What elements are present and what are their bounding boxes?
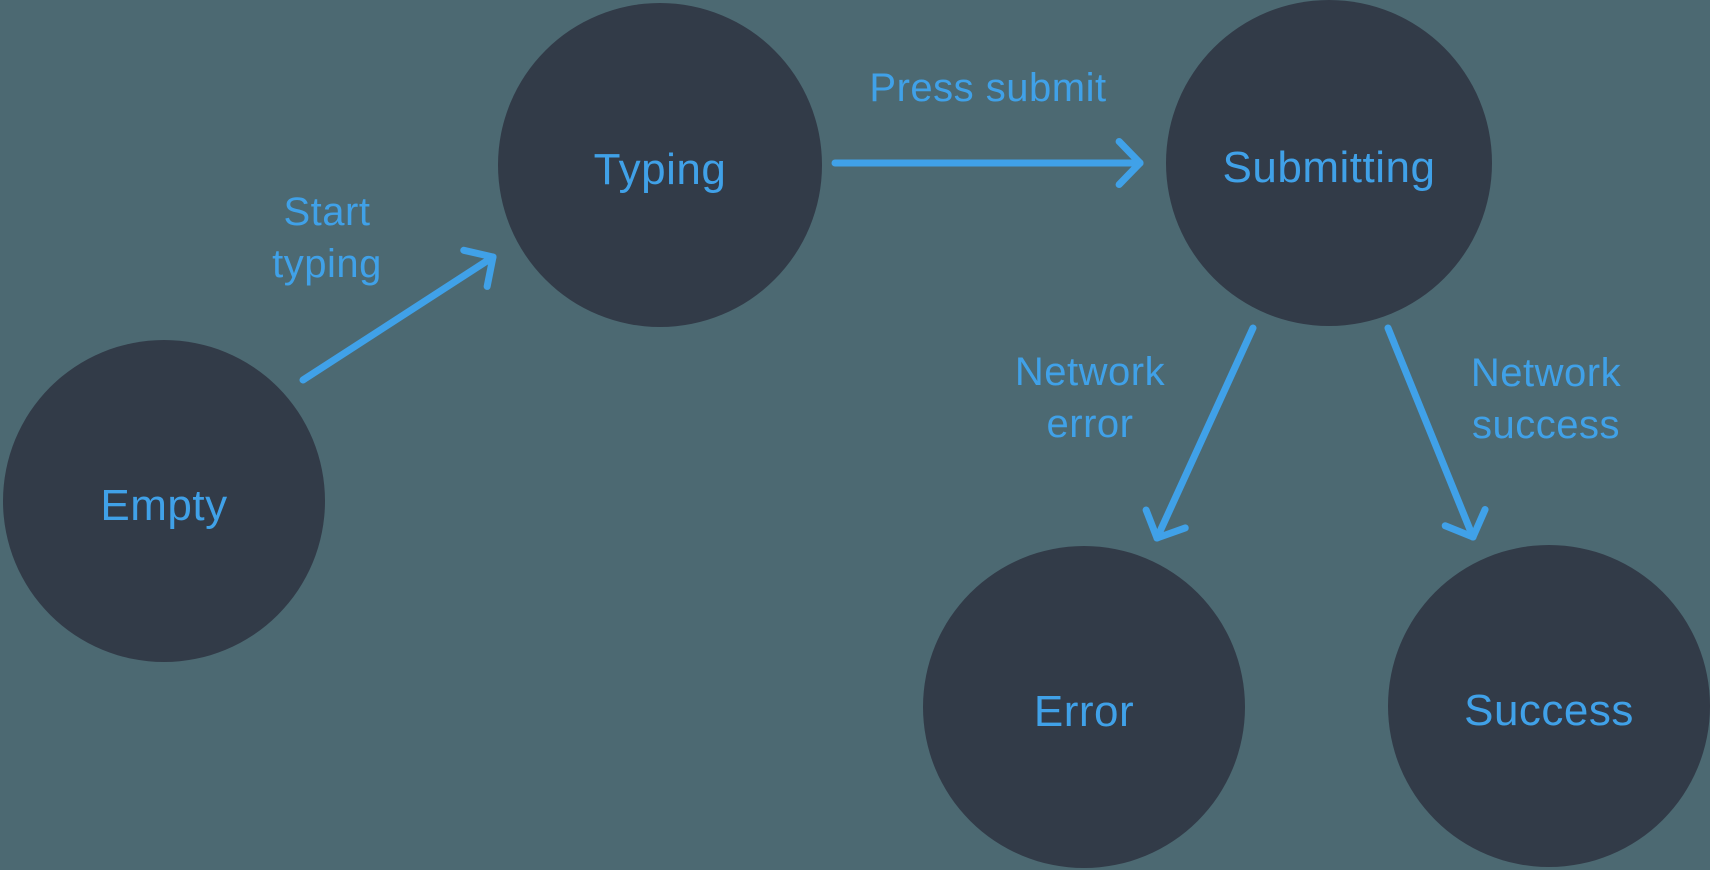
state-node-submitting: Submitting xyxy=(1166,0,1492,326)
transition-edge-network-error xyxy=(1142,324,1257,542)
arrowhead-line xyxy=(1142,506,1161,542)
arrowhead-line xyxy=(1441,522,1477,541)
edge-label-line: success xyxy=(1471,403,1620,447)
state-node-label: Success xyxy=(1464,686,1634,735)
transition-edge-press-submit xyxy=(831,137,1144,189)
state-node-label: Typing xyxy=(593,145,727,194)
arrowhead-line xyxy=(460,246,497,261)
arrowhead-line xyxy=(1115,137,1144,167)
arrowhead-line xyxy=(1115,159,1144,189)
transition-edge-start-typing xyxy=(299,246,497,384)
edge-label-line: Press submit xyxy=(869,66,1107,110)
state-node-error: Error xyxy=(923,546,1245,868)
state-node-label: Error xyxy=(1033,687,1135,736)
edge-label-network-error: Network error xyxy=(1015,346,1165,450)
edge-label-start-typing: Start typing xyxy=(272,186,382,290)
edge-label-line: Start xyxy=(283,190,371,234)
state-node-empty: Empty xyxy=(3,340,325,662)
edge-label-network-success: Network success xyxy=(1471,347,1621,451)
arrowhead-line xyxy=(1469,506,1489,541)
state-node-typing: Typing xyxy=(498,3,822,327)
edge-label-press-submit: Press submit xyxy=(869,62,1106,114)
state-node-success: Success xyxy=(1388,545,1710,867)
state-node-label: Submitting xyxy=(1222,143,1436,192)
arrowhead-line xyxy=(1153,524,1189,542)
edge-label-line: error xyxy=(1046,402,1134,446)
arrow-shaft xyxy=(1153,324,1257,542)
state-node-label: Empty xyxy=(100,481,228,530)
transition-edge-network-success xyxy=(1384,324,1489,541)
arrowhead-line xyxy=(483,253,497,290)
arrow-shaft xyxy=(299,253,497,384)
edge-label-line: Network xyxy=(1014,350,1166,394)
edge-label-line: typing xyxy=(272,242,382,286)
edge-label-line: Network xyxy=(1470,351,1622,395)
arrow-shaft xyxy=(1384,324,1477,541)
